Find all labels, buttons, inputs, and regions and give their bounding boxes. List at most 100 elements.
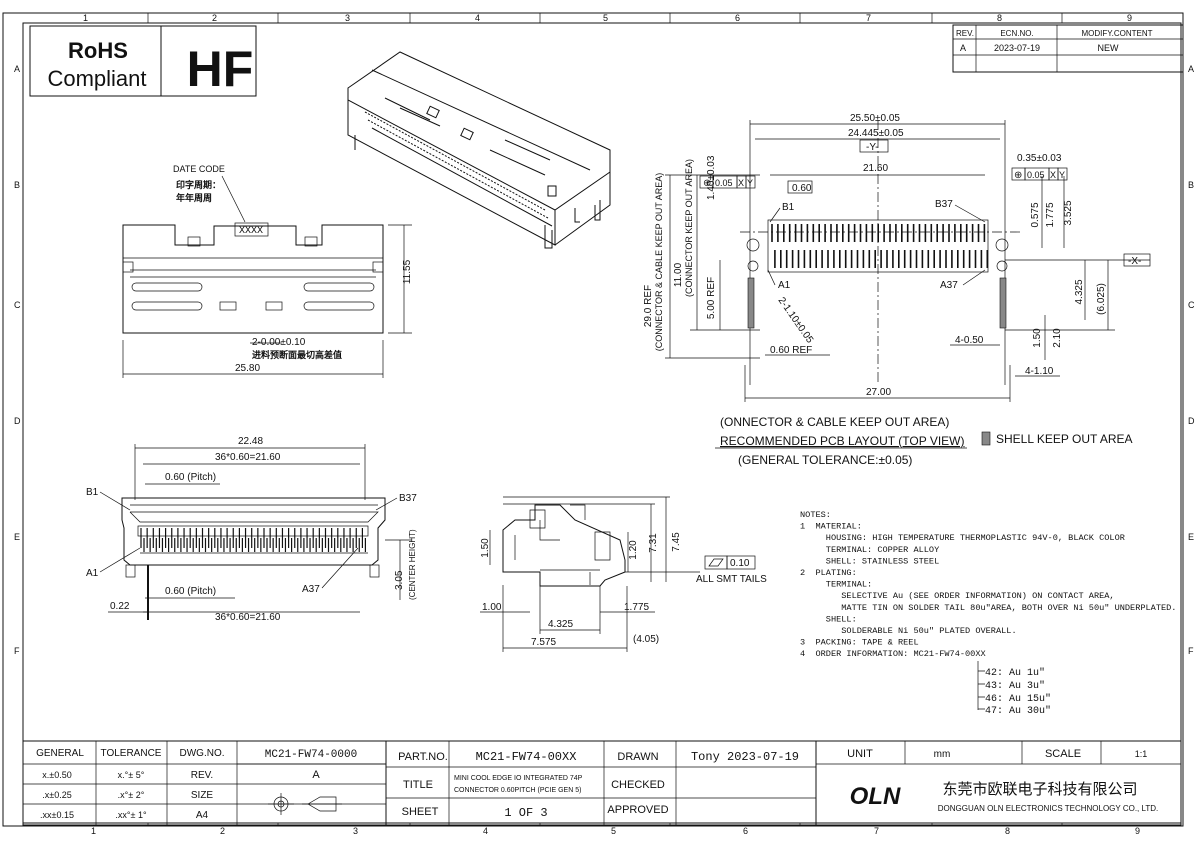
pcb-w2: 24.445±0.05 (848, 128, 904, 139)
grid-row-label-left: D (14, 416, 21, 426)
part-no-label: PART.NO. (398, 751, 448, 763)
pcb-b37: B37 (935, 199, 953, 210)
company-logo: OLN (850, 783, 901, 810)
tl-ref-y: Y (747, 178, 753, 188)
pcb-total: 27.00 (866, 387, 891, 398)
legend-swatch (981, 431, 991, 446)
side-h1: 1.50 (480, 538, 491, 558)
tr-tol: 0.05 (1027, 170, 1045, 180)
side-d3: 4.325 (548, 619, 573, 630)
left-ref1-sub: (CONNECTOR & CABLE KEEP OUT AREA) (654, 173, 664, 352)
note-line: SHELL: (800, 614, 857, 624)
grid-row-label-right: C (1188, 300, 1195, 310)
tol-angle-3: .xx°± 1° (115, 810, 147, 820)
grid-col-label-bottom: 4 (483, 826, 488, 836)
isometric-view (347, 51, 611, 249)
outer-frame (2, 12, 1184, 827)
grid-row-label-right: E (1188, 532, 1194, 542)
pcb-caption3: (GENERAL TOLERANCE:±0.05) (738, 453, 912, 467)
marking-text: XXXX (239, 226, 263, 237)
title-label: TITLE (403, 779, 433, 791)
projection-symbol-icon (268, 793, 342, 815)
pcb-v7: 2.10 (1052, 328, 1063, 348)
revision-table: REV. ECN.NO. MODIFY.CONTENT A 2023-07-19… (952, 24, 1184, 73)
note-line: NOTES: (800, 510, 831, 520)
notes-block: NOTES:1 MATERIAL: HOUSING: HIGH TEMPERAT… (800, 510, 1176, 717)
note-line: 3 PACKING: TAPE & REEL (800, 638, 919, 648)
pcb-w1: 25.50±0.05 (850, 113, 900, 124)
grid-col-label-bottom: 9 (1135, 826, 1140, 836)
scale-label: SCALE (1045, 748, 1081, 760)
side-view: 7.45 7.31 1.20 1.50 0.10 ALL SMT TAILS 1… (480, 496, 767, 652)
dwg-no-value: MC21-FW74-0000 (265, 749, 357, 761)
tl-tol: 0.05 (715, 178, 733, 188)
top-view: 22.48 36*0.60=21.60 0.60 (Pitch) B1 B37 … (86, 436, 417, 623)
grid-col-label-top: 3 (345, 13, 350, 23)
grid-row-label-left: B (14, 180, 20, 190)
note-line: SELECTIVE Au (SEE ORDER INFORMATION) ON … (800, 591, 1115, 601)
grid-col-label-bottom: 3 (353, 826, 358, 836)
offset-dim: 0.22 (110, 601, 130, 612)
order-option-1: 42: Au 1u" (985, 667, 1045, 679)
tl-position-symbol: ⊕ (703, 178, 711, 189)
tol-angle-1: x.°± 5° (118, 770, 145, 780)
title-block: GENERAL TOLERANCE x.±0.50 x.°± 5° .x±0.2… (22, 740, 1182, 826)
order-option-3: 46: Au 15u" (985, 693, 1051, 705)
pcb-v2: 1.775 (1045, 202, 1056, 227)
tr-ref-x: X (1050, 170, 1056, 180)
pitch-bottom: 0.60 (Pitch) (165, 586, 216, 597)
tol-angle-2: .x°± 2° (118, 790, 145, 800)
side-d1: 1.00 (482, 602, 502, 613)
top-a1: A1 (86, 568, 99, 579)
rohs-label: RoHS (68, 38, 128, 63)
modify-header: MODIFY.CONTENT (1082, 29, 1153, 38)
grid-col-label-top: 6 (735, 13, 740, 23)
grid-row-label-right: B (1188, 180, 1194, 190)
top-b1: B1 (86, 487, 99, 498)
pad-dim1: 4-0.50 (955, 335, 984, 346)
tl-ref-x: X (738, 178, 744, 188)
ref-060: 0.60 REF (770, 345, 812, 356)
dwg-no-label: DWG.NO. (180, 748, 225, 759)
grid-col-label-bottom: 1 (91, 826, 96, 836)
pad-area (767, 219, 989, 273)
grid-row-label-right: F (1188, 646, 1194, 656)
side-d2: 1.775 (624, 602, 649, 613)
side-d4: 7.575 (531, 637, 556, 648)
company-name-en: DONGGUAN OLN ELECTRONICS TECHNOLOGY CO.,… (938, 804, 1158, 813)
pcb-v3: 3.525 (1063, 200, 1074, 225)
tol-linear-2: .x±0.25 (42, 790, 71, 800)
size-value: A4 (196, 810, 209, 821)
pcb-layout-view: 25.50±0.05 24.445±0.05 -Y- 21.60 0.60 ⊕ … (643, 113, 1151, 467)
front-view: DATE CODE 印字周期： 年年周周 XXXX 11.55 25.80 2-… (122, 164, 413, 378)
rev-label: REV. (191, 770, 213, 781)
note-line: TERMINAL: (800, 580, 872, 590)
grid-col-label-bottom: 7 (874, 826, 879, 836)
grid-row-label-left: C (14, 300, 21, 310)
pcb-v4: 4.325 (1074, 279, 1085, 304)
date-code-cn2: 年年周周 (176, 192, 212, 203)
ecn-header: ECN.NO. (1000, 29, 1033, 38)
tol-linear-3: .xx±0.15 (40, 810, 74, 820)
grid-col-label-top: 7 (866, 13, 871, 23)
date-code-label: DATE CODE (173, 164, 225, 174)
note-line: TERMINAL: COPPER ALLOY (800, 545, 939, 555)
pcb-caption2: RECOMMENDED PCB LAYOUT (TOP VIEW) (720, 434, 964, 448)
grid-col-label-top: 8 (997, 13, 1002, 23)
datum-x: -X- (1128, 256, 1141, 267)
grid-col-label-bottom: 6 (743, 826, 748, 836)
grid-row-label-left: E (14, 532, 20, 542)
left-ref3: 5.00 REF (706, 277, 717, 319)
drawn-label: DRAWN (617, 751, 658, 763)
pcb-b1: B1 (782, 202, 795, 213)
pcb-w3: 21.60 (863, 163, 888, 174)
order-option-4: 47: Au 30u" (985, 705, 1051, 717)
grid-col-label-bottom: 8 (1005, 826, 1010, 836)
checked-label: CHECKED (611, 779, 665, 791)
side-h3: 7.31 (648, 533, 659, 553)
tol-linear-1: x.±0.50 (42, 770, 71, 780)
front-height-dim: 11.55 (402, 259, 413, 284)
pcb-v1: 0.575 (1030, 202, 1041, 227)
grid-col-label-top: 2 (212, 13, 217, 23)
